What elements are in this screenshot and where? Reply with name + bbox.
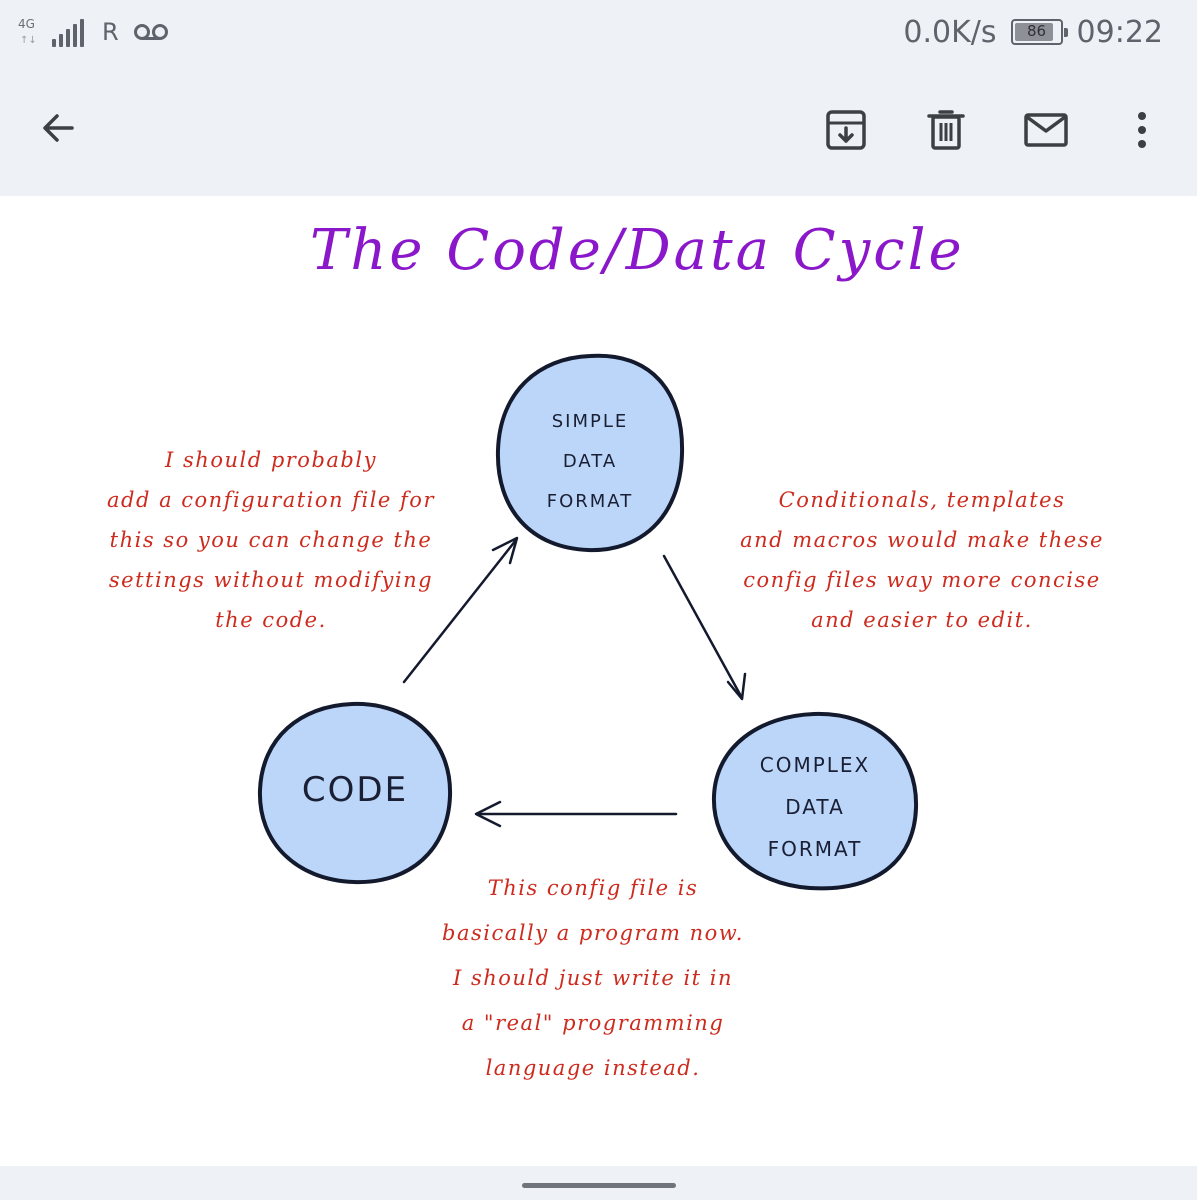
gesture-bar: [0, 1166, 1197, 1200]
node-simple-line-2: DATA: [562, 451, 618, 472]
archive-button[interactable]: [818, 102, 874, 158]
note-bottom-line-2: basically a program now.: [442, 921, 744, 945]
node-code-label: CODE: [270, 770, 440, 810]
note-right-line-4: and easier to edit.: [811, 608, 1033, 632]
image-viewer[interactable]: The Code/Data Cycle SIMPLE DATA FORMAT C…: [0, 196, 1197, 1166]
node-complex-label: COMPLEX DATA FORMAT: [730, 744, 900, 870]
mark-unread-button[interactable]: [1018, 102, 1074, 158]
note-left-line-5: the code.: [215, 608, 327, 632]
more-options-button[interactable]: [1114, 102, 1170, 158]
more-vert-icon: [1138, 112, 1146, 148]
note-left-line-2: add a configuration file for: [107, 488, 435, 512]
node-complex: [711, 711, 919, 891]
node-complex-line-2: DATA: [785, 795, 845, 819]
note-right: Conditionals, templates and macros would…: [712, 480, 1132, 640]
status-right: 0.0K/s 86 09:22: [903, 10, 1163, 54]
arrow-code-to-simple: [402, 536, 519, 684]
back-button[interactable]: [30, 100, 86, 156]
battery-cap: [1063, 28, 1068, 37]
note-left-line-3: this so you can change the: [109, 528, 433, 552]
clock: 09:22: [1076, 14, 1163, 50]
network-type: 4G: [18, 17, 35, 31]
arrow-left-icon: [43, 114, 74, 142]
note-right-line-2: and macros would make these: [740, 528, 1104, 552]
node-simple-label: SIMPLE DATA FORMAT: [520, 402, 660, 522]
status-left: 4G ↑↓ R: [18, 12, 169, 52]
battery-icon: 86: [1010, 19, 1068, 45]
node-complex-line-3: FORMAT: [767, 837, 863, 861]
status-bar: 4G ↑↓ R 0.0K/s 86 09:22: [0, 0, 1197, 64]
note-left: I should probably add a configuration fi…: [96, 440, 446, 640]
home-indicator[interactable]: [522, 1183, 676, 1188]
node-code-line-1: CODE: [301, 770, 409, 810]
cycle-diagram: [257, 353, 919, 891]
note-bottom-line-1: This config file is: [487, 876, 699, 900]
note-bottom-line-4: a "real" programming: [461, 1011, 725, 1035]
battery-fill: [1014, 23, 1053, 41]
data-activity-icon: ↑↓: [20, 35, 37, 46]
signal-icon: [52, 17, 84, 47]
arrow-simple-to-complex: [662, 554, 747, 701]
toolbar: [0, 64, 1197, 196]
node-simple-line-3: FORMAT: [546, 491, 634, 512]
note-left-line-4: settings without modifying: [108, 568, 434, 592]
trash-icon: [927, 110, 965, 150]
note-right-line-3: config files way more concise: [743, 568, 1101, 592]
network-speed: 0.0K/s: [903, 14, 997, 50]
note-bottom-line-3: I should just write it in: [452, 966, 734, 990]
note-bottom: This config file is basically a program …: [418, 866, 768, 1091]
node-code: [257, 701, 453, 885]
note-bottom-line-5: language instead.: [485, 1056, 701, 1080]
node-simple-line-1: SIMPLE: [551, 411, 629, 432]
archive-icon: [826, 110, 866, 150]
arrow-complex-to-code: [474, 800, 678, 828]
delete-button[interactable]: [918, 102, 974, 158]
voicemail-icon: [133, 24, 168, 40]
mail-icon: [1024, 113, 1068, 147]
battery-level: 86: [1026, 22, 1047, 40]
node-simple: [495, 353, 685, 553]
note-left-line-1: I should probably: [165, 448, 377, 472]
note-right-line-1: Conditionals, templates: [778, 488, 1066, 512]
node-complex-line-1: COMPLEX: [759, 753, 871, 777]
network-indicator: 4G ↑↓: [18, 15, 46, 49]
diagram-title: The Code/Data Cycle: [310, 218, 965, 283]
roaming-indicator: R: [102, 18, 119, 46]
